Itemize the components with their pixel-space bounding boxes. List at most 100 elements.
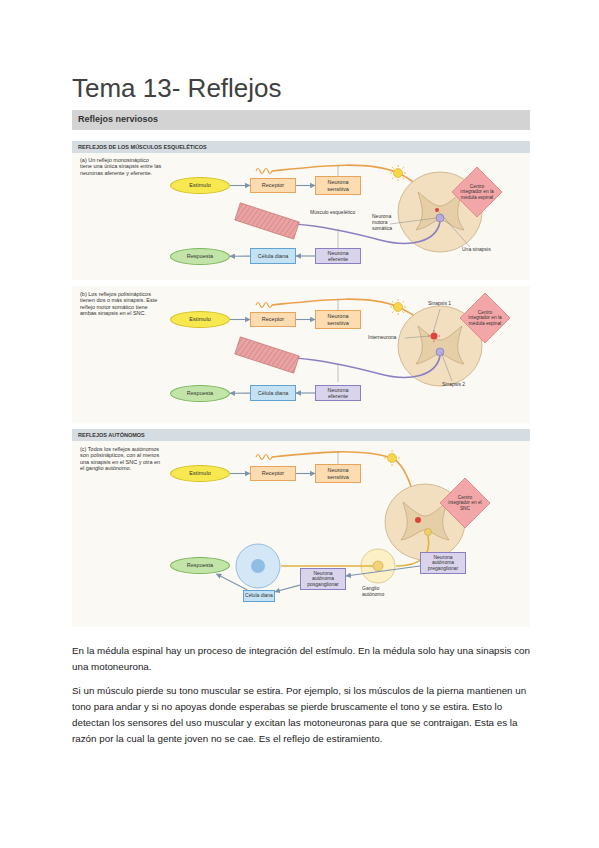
stimulus-oval: Estímulo bbox=[170, 311, 230, 328]
node-text: Neurona autónoma posganglionar bbox=[302, 571, 344, 588]
synapse-dot bbox=[435, 208, 439, 212]
preganglionic-body bbox=[425, 529, 432, 536]
ganglion-star bbox=[394, 303, 403, 312]
response-oval: Respuesta bbox=[170, 248, 230, 265]
star-rays bbox=[384, 450, 400, 466]
postganglionic-neuron-box: Neurona autónoma posganglionar bbox=[300, 568, 346, 590]
synapse-star bbox=[415, 517, 421, 523]
integration-diamond: Centro integrador en la médula espinal bbox=[460, 293, 510, 343]
leader-line bbox=[338, 452, 339, 464]
part-name: Sinapsis 1 bbox=[428, 301, 458, 307]
ganglion-star bbox=[388, 454, 397, 463]
motor-neuron-body bbox=[436, 214, 444, 222]
node-text: Centro integrador en la médula espinal bbox=[467, 310, 503, 326]
part-name: Ganglio autónomo bbox=[362, 586, 396, 598]
node-text: Célula diana bbox=[245, 593, 273, 599]
node-text: Estímulo bbox=[189, 182, 210, 188]
node-text: Neurona sensitiva bbox=[317, 467, 359, 479]
node-text: REFLEJOS AUTÓNOMOS bbox=[78, 432, 145, 438]
motor-neuron-body bbox=[436, 348, 444, 356]
leader-line bbox=[405, 336, 430, 338]
part-name: Músculo esquelético bbox=[310, 210, 370, 216]
motor-axon bbox=[295, 222, 440, 243]
flow-arrow bbox=[296, 473, 315, 474]
target-cell-box: Célula diana bbox=[243, 590, 275, 602]
part-name: Sinapsis 2 bbox=[442, 382, 476, 388]
node-text: Receptor bbox=[262, 470, 284, 476]
panel-background bbox=[72, 286, 530, 423]
leader-line bbox=[390, 218, 436, 224]
node-text: Neurona eferente bbox=[317, 250, 359, 262]
sensory-neuron-box: Neurona sensitiva bbox=[315, 310, 361, 329]
reflex-arc-a bbox=[235, 165, 482, 252]
interneuron-star bbox=[431, 333, 438, 340]
node-text: Receptor bbox=[262, 182, 284, 188]
panel-description: (a) Un reflejo monosináptico tiene una ú… bbox=[80, 157, 162, 176]
paragraph: Si un músculo pierde su tono muscular se… bbox=[72, 683, 534, 747]
panel-description: (b) Los reflejos polisinápticos tienen d… bbox=[80, 291, 162, 316]
reflex-arc-b bbox=[235, 299, 482, 386]
target-cell-box: Célula diana bbox=[250, 385, 296, 401]
leader-line bbox=[439, 212, 470, 247]
node-text: Respuesta bbox=[187, 253, 213, 259]
page-title: Tema 13- Reflejos bbox=[72, 74, 282, 104]
gray-matter bbox=[401, 502, 449, 540]
flow-arrow bbox=[230, 393, 250, 394]
sensory-neuron-box: Neurona sensitiva bbox=[315, 176, 361, 195]
efferent-neuron-box: Neurona eferente bbox=[315, 248, 361, 264]
target-cell bbox=[236, 544, 280, 588]
efferent-neuron-box: Neurona eferente bbox=[315, 385, 361, 401]
flow-arrow bbox=[296, 255, 315, 256]
part-name: Una sinapsis bbox=[462, 247, 502, 253]
node-text: Reflejos nerviosos bbox=[78, 115, 158, 125]
node-text: Centro integrador en el SNC bbox=[447, 495, 483, 511]
leader-line bbox=[338, 165, 339, 176]
leader-line bbox=[338, 363, 339, 382]
figure-header: Reflejos nerviosos bbox=[72, 110, 530, 130]
diamond-shape bbox=[452, 167, 502, 217]
skeletal-muscle bbox=[235, 203, 300, 239]
panel-background bbox=[72, 153, 530, 280]
receptor-box: Receptor bbox=[250, 312, 296, 327]
node-text: Receptor bbox=[262, 316, 284, 322]
node-text: Estímulo bbox=[189, 470, 210, 476]
section-band: REFLEJOS AUTÓNOMOS bbox=[72, 429, 530, 441]
motor-axon bbox=[295, 356, 440, 377]
sensory-neuron-box: Neurona sensitiva bbox=[315, 464, 361, 483]
flow-arrow bbox=[230, 256, 250, 257]
node-text: Célula diana bbox=[258, 253, 289, 259]
flow-arrow bbox=[296, 319, 315, 320]
leader-line bbox=[338, 299, 339, 310]
part-name: Neurona motora somática bbox=[372, 214, 402, 231]
postganglionic-axon bbox=[281, 565, 373, 567]
stimulus-oval: Estímulo bbox=[170, 465, 230, 482]
node-text: REFLEJOS DE LOS MÚSCULOS ESQUELÉTICOS bbox=[78, 144, 207, 150]
receptor-coil bbox=[256, 455, 272, 460]
flow-arrow bbox=[216, 574, 247, 590]
node-text: Neurona sensitiva bbox=[317, 179, 359, 191]
receptor-coil bbox=[256, 169, 272, 174]
diamond-shape bbox=[460, 293, 510, 343]
ganglion-neuron bbox=[373, 561, 383, 571]
node-text: Neurona eferente bbox=[317, 387, 359, 399]
part-name: Interneurona bbox=[368, 335, 408, 341]
node-text: Respuesta bbox=[187, 390, 213, 396]
flow-arrow bbox=[230, 185, 250, 186]
flow-arrow bbox=[346, 566, 420, 576]
ganglion-star bbox=[394, 169, 403, 178]
receptor-coil bbox=[256, 303, 272, 308]
cell-nucleus bbox=[251, 559, 265, 573]
section-band: REFLEJOS DE LOS MÚSCULOS ESQUELÉTICOS bbox=[72, 141, 530, 153]
leader-line bbox=[433, 309, 440, 333]
flow-arrow bbox=[296, 392, 315, 393]
node-text: Estímulo bbox=[189, 316, 210, 322]
node-text: Neurona sensitiva bbox=[317, 313, 359, 325]
receptor-box: Receptor bbox=[250, 466, 296, 481]
flow-arrow bbox=[275, 585, 300, 592]
integration-diamond: Centro integrador en el SNC bbox=[440, 478, 490, 528]
star-rays bbox=[390, 165, 406, 181]
response-oval: Respuesta bbox=[170, 385, 230, 402]
star-rays bbox=[390, 299, 406, 315]
